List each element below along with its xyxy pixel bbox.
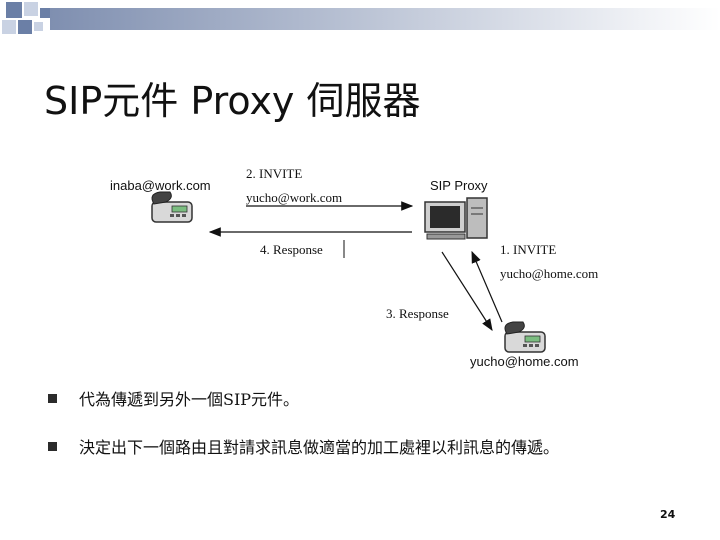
corner-square xyxy=(18,20,32,34)
proxy-label: SIP Proxy xyxy=(430,178,488,193)
bullet-item: 決定出下一個路由且對請求訊息做適當的加工處裡以利訊息的傳遞。 xyxy=(48,432,688,460)
phone-bottom-label: yucho@home.com xyxy=(470,354,579,369)
server-computer-icon xyxy=(425,198,487,239)
invite-right-title: 1. INVITE xyxy=(500,242,556,257)
corner-square xyxy=(34,22,43,31)
slide-title: SIP元件 Proxy 伺服器 xyxy=(44,70,421,125)
invite-top-address: yucho@work.com xyxy=(246,190,342,205)
bullet-item: 代為傳遞到另外一個SIP元件。 xyxy=(48,384,688,412)
corner-square xyxy=(6,2,22,18)
top-gradient-bar xyxy=(50,8,720,30)
bullet-text: 決定出下一個路由且對請求訊息做適當的加工處裡以利訊息的傳遞。 xyxy=(79,434,559,458)
bullet-text: 代為傳遞到另外一個SIP元件。 xyxy=(79,386,299,410)
bullet-square-icon xyxy=(48,394,57,403)
invite-top-title: 2. INVITE xyxy=(246,166,302,181)
page-number: 24 xyxy=(660,508,675,521)
response-arrow-to-phone-bottom xyxy=(442,252,492,330)
corner-square xyxy=(24,2,38,16)
corner-square xyxy=(2,20,16,34)
sip-proxy-diagram: inaba@work.com SIP Proxy yucho@home.com … xyxy=(100,160,640,380)
bullet-square-icon xyxy=(48,442,57,451)
phone-top-label: inaba@work.com xyxy=(110,178,211,193)
response-bottom-label: 3. Response xyxy=(386,306,449,321)
bullet-list: 代為傳遞到另外一個SIP元件。 決定出下一個路由且對請求訊息做適當的加工處裡以利… xyxy=(48,384,688,480)
response-top-label: 4. Response xyxy=(260,242,323,257)
invite-right-address: yucho@home.com xyxy=(500,266,598,281)
phone-icon xyxy=(152,192,192,222)
invite-arrow-to-proxy-right xyxy=(472,252,502,322)
corner-square xyxy=(40,8,50,18)
phone-icon xyxy=(505,322,545,352)
